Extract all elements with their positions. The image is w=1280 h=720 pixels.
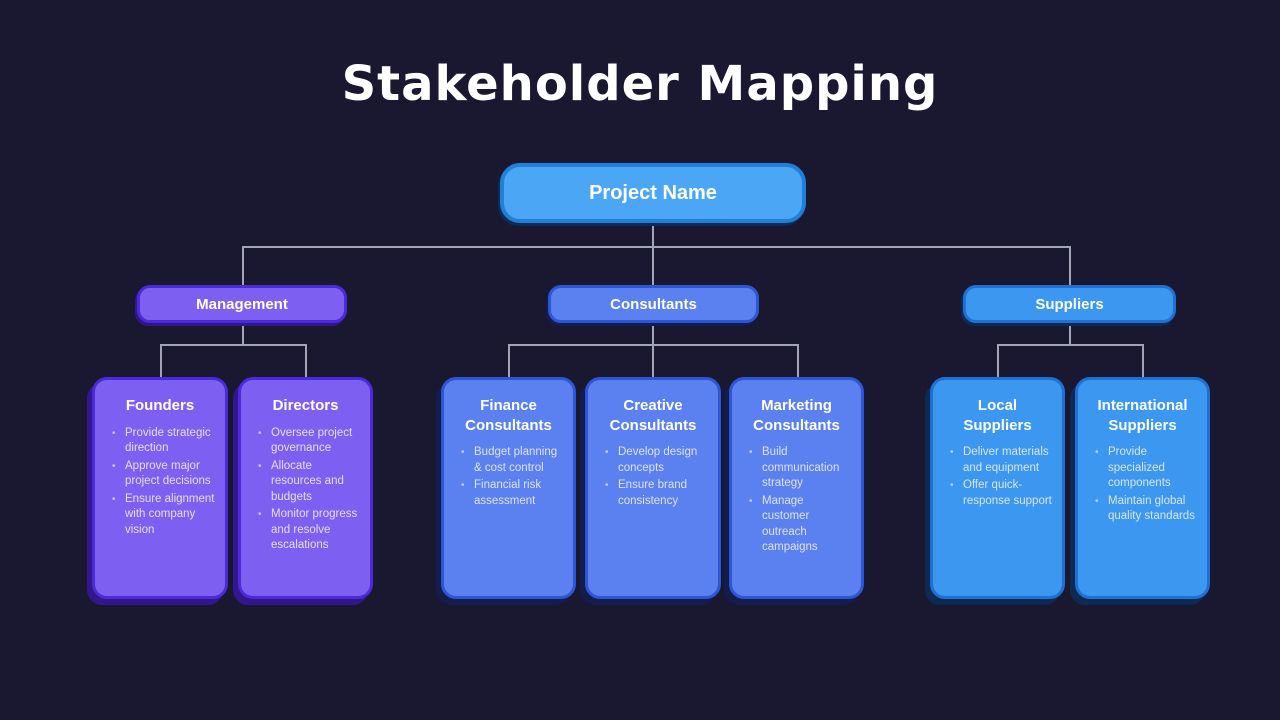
connector-drop-international <box>1142 344 1144 377</box>
connector-drop-founders <box>160 344 162 377</box>
card-directors[interactable]: Directors Oversee project governance All… <box>238 377 373 599</box>
card-bullet-list: Develop design concepts Ensure brand con… <box>598 445 708 509</box>
connector-management-stem <box>242 323 244 344</box>
connector-drop-directors <box>305 344 307 377</box>
card-title: International Suppliers <box>1097 397 1188 434</box>
connector-drop-creative <box>652 344 654 377</box>
branch-label: Suppliers <box>1035 295 1104 313</box>
connector-level1-rail <box>242 246 1070 248</box>
bullet-item: Offer quick-response support <box>947 478 1052 509</box>
card-bullet-list: Oversee project governance Allocate reso… <box>251 426 360 554</box>
connector-suppliers-rail <box>997 344 1142 346</box>
card-bullet-list: Budget planning & cost control Financial… <box>454 445 563 509</box>
bullet-item: Approve major project decisions <box>109 459 215 490</box>
card-founders[interactable]: Founders Provide strategic direction App… <box>92 377 228 599</box>
bullet-item: Ensure brand consistency <box>602 478 708 509</box>
bullet-item: Budget planning & cost control <box>458 445 563 476</box>
bullet-item: Manage customer outreach campaigns <box>746 494 851 556</box>
bullet-item: Maintain global quality standards <box>1092 494 1197 525</box>
bullet-item: Build communication strategy <box>746 445 851 492</box>
card-finance-consultants[interactable]: Finance Consultants Budget planning & co… <box>441 377 576 599</box>
bullet-item: Deliver materials and equipment <box>947 445 1052 476</box>
connector-consultants-stem <box>652 323 654 344</box>
connector-drop-local <box>997 344 999 377</box>
connector-root-stem <box>652 223 654 247</box>
card-international-suppliers[interactable]: International Suppliers Provide speciali… <box>1075 377 1210 599</box>
card-title: Directors <box>272 397 339 414</box>
bullet-item: Ensure alignment with company vision <box>109 492 215 539</box>
card-title: Creative Consultants <box>609 397 697 434</box>
branch-pill-consultants[interactable]: Consultants <box>548 285 759 323</box>
branch-label: Consultants <box>610 295 697 313</box>
bullet-item: Monitor progress and resolve escalations <box>255 507 360 554</box>
bullet-item: Provide specialized components <box>1092 445 1197 492</box>
card-local-suppliers[interactable]: Local Suppliers Deliver materials and eq… <box>930 377 1065 599</box>
card-title: Finance Consultants <box>465 397 552 434</box>
card-marketing-consultants[interactable]: Marketing Consultants Build communicatio… <box>729 377 864 599</box>
card-bullet-list: Provide specialized components Maintain … <box>1088 445 1197 525</box>
card-title: Founders <box>125 397 195 414</box>
page-title: Stakeholder Mapping <box>341 56 939 112</box>
connector-drop-suppliers <box>1069 246 1071 285</box>
card-title: Local Suppliers <box>963 397 1032 434</box>
connector-drop-management <box>242 246 244 285</box>
bullet-item: Oversee project governance <box>255 426 360 457</box>
root-node-project-name[interactable]: Project Name <box>500 163 806 223</box>
branch-label: Management <box>196 295 288 313</box>
card-creative-consultants[interactable]: Creative Consultants Develop design conc… <box>585 377 721 599</box>
card-bullet-list: Deliver materials and equipment Offer qu… <box>943 445 1052 509</box>
connector-drop-finance <box>508 344 510 377</box>
card-title: Marketing Consultants <box>753 397 840 434</box>
branch-pill-management[interactable]: Management <box>137 285 347 323</box>
connector-suppliers-stem <box>1069 323 1071 344</box>
branch-pill-suppliers[interactable]: Suppliers <box>963 285 1176 323</box>
connector-drop-consultants <box>652 246 654 285</box>
card-bullet-list: Build communication strategy Manage cust… <box>742 445 851 556</box>
bullet-item: Develop design concepts <box>602 445 708 476</box>
connector-drop-marketing <box>797 344 799 377</box>
card-bullet-list: Provide strategic direction Approve majo… <box>105 426 215 539</box>
bullet-item: Financial risk assessment <box>458 478 563 509</box>
root-node-label: Project Name <box>589 181 717 204</box>
bullet-item: Allocate resources and budgets <box>255 459 360 506</box>
bullet-item: Provide strategic direction <box>109 426 215 457</box>
connector-management-rail <box>160 344 306 346</box>
